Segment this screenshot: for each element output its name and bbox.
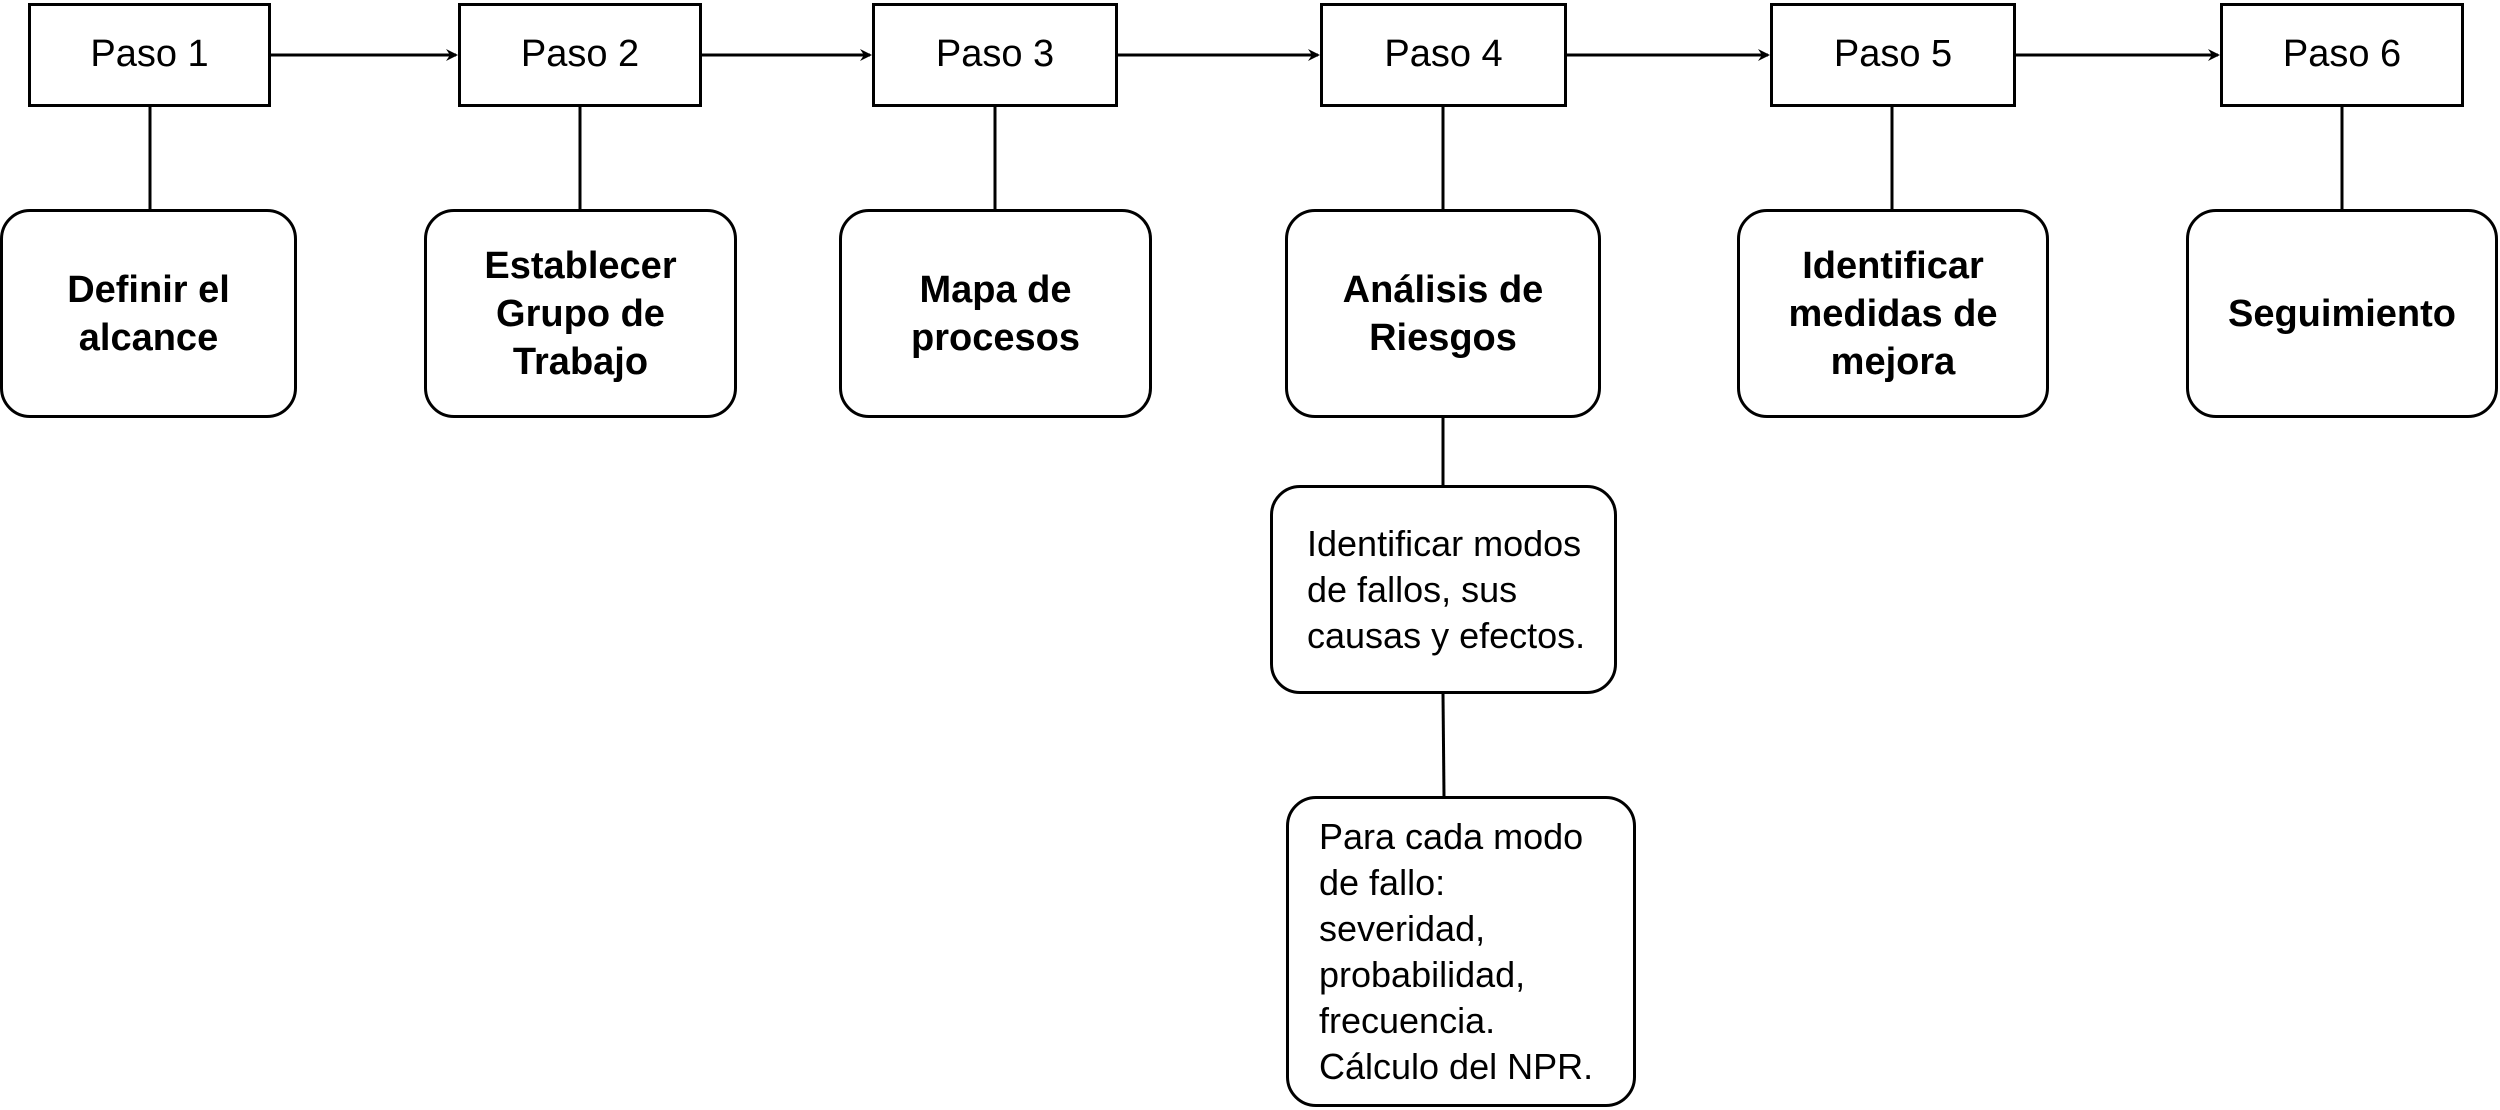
activity-box-identificar-medidas: Identificar medidas de mejora	[1737, 209, 2049, 418]
activity-label: Mapa de procesos	[911, 268, 1080, 359]
activity-box-seguimiento: Seguimiento	[2186, 209, 2498, 418]
activity-label: Identificar medidas de mejora	[1788, 244, 1998, 383]
risk-detail-text: Para cada modo de fallo: severidad, prob…	[1319, 815, 1594, 1087]
risk-detail-box-calculo-npr: Para cada modo de fallo: severidad, prob…	[1286, 796, 1636, 1107]
step-box-paso-5: Paso 5	[1770, 3, 2016, 107]
step-box-paso-6: Paso 6	[2220, 3, 2464, 107]
activity-label: Establecer Grupo de Trabajo	[484, 244, 677, 383]
step-box-paso-4: Paso 4	[1320, 3, 1567, 107]
step-label: Paso 1	[90, 33, 209, 76]
activity-box-establecer-grupo: Establecer Grupo de Trabajo	[424, 209, 737, 418]
step-label: Paso 2	[520, 33, 640, 76]
connector-detail1-detail2	[1441, 693, 1446, 797]
step-label: Paso 5	[1833, 33, 1953, 76]
activity-box-analisis-riesgos: Análisis de Riesgos	[1285, 209, 1601, 418]
activity-label: Análisis de Riesgos	[1342, 268, 1544, 359]
step-box-paso-3: Paso 3	[872, 3, 1118, 107]
step-label: Paso 6	[2282, 33, 2402, 76]
activity-box-mapa-procesos: Mapa de procesos	[839, 209, 1152, 418]
step-box-paso-2: Paso 2	[458, 3, 702, 107]
step-label: Paso 3	[935, 33, 1055, 76]
risk-detail-text: Identificar modos de fallos, sus causas …	[1307, 522, 1586, 656]
activity-label: Seguimiento	[2227, 292, 2457, 335]
step-box-paso-1: Paso 1	[28, 3, 271, 107]
activity-label: Definir el alcance	[67, 268, 230, 359]
activity-box-definir-alcance: Definir el alcance	[0, 209, 297, 418]
step-label: Paso 4	[1384, 33, 1503, 76]
risk-detail-box-modos-fallo: Identificar modos de fallos, sus causas …	[1270, 485, 1617, 694]
